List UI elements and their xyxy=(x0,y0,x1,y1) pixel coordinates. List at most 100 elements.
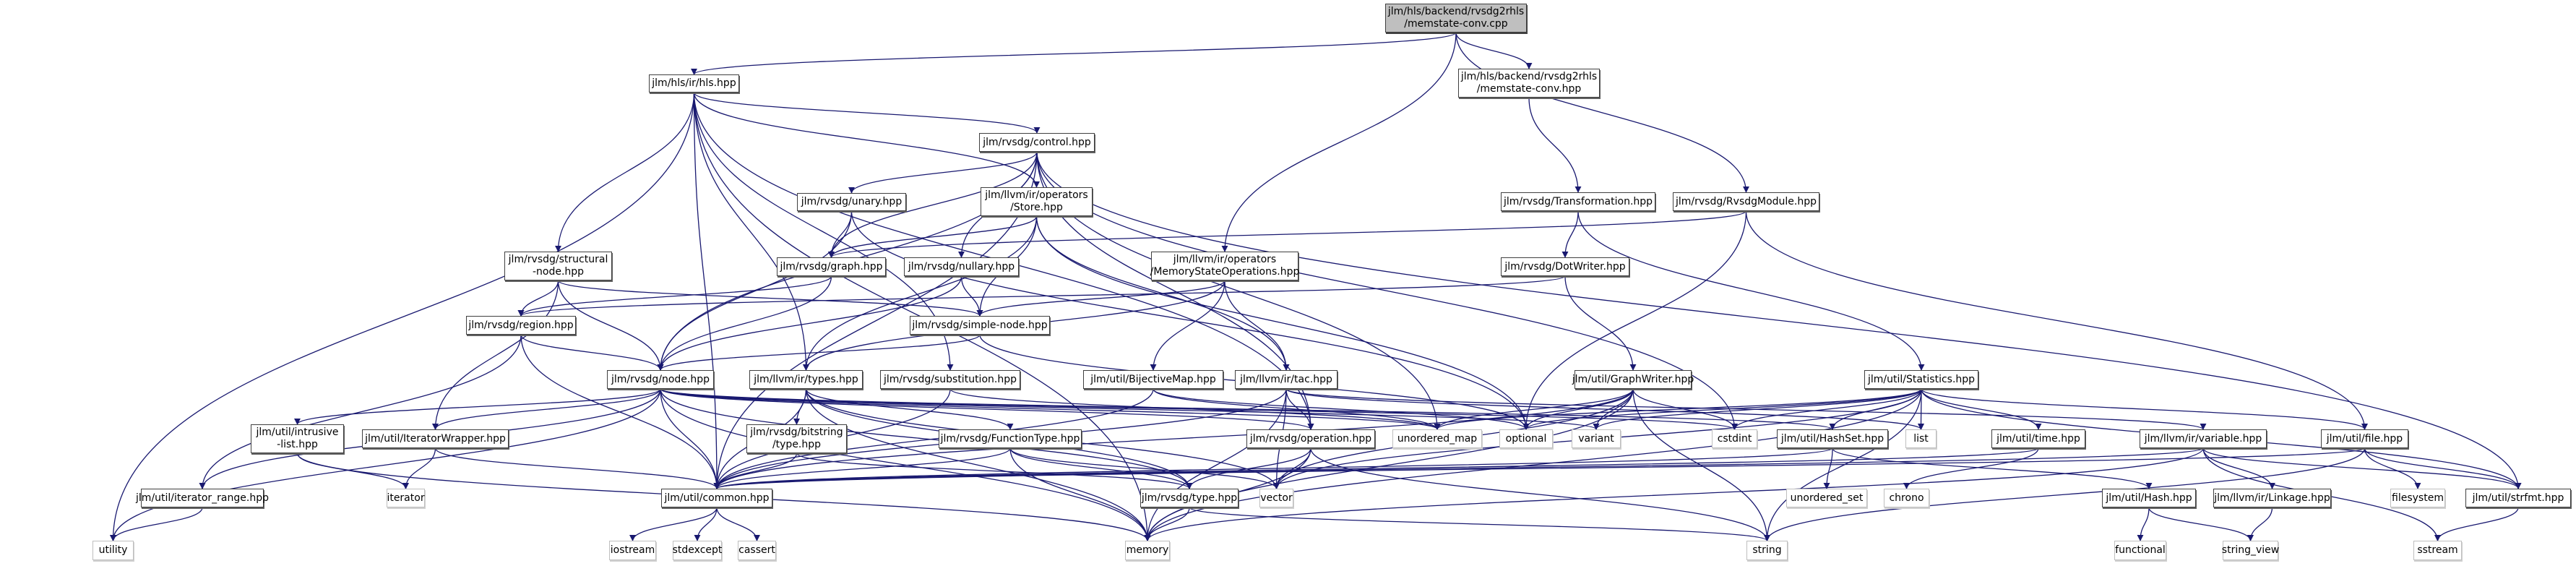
node-label: jlm/util/strfmt.hpp xyxy=(2472,492,2564,504)
edge-file-to-filesystem xyxy=(2364,447,2421,489)
edge-nullary-to-simplenode xyxy=(960,275,983,317)
node-label: jlm/rvsdg/type.hpp xyxy=(1141,492,1238,504)
edge-time-to-chrono xyxy=(1903,447,2039,489)
graph-node-type[interactable]: jlm/rvsdg/type.hpp xyxy=(1140,489,1239,507)
edge-file-to-strfmt xyxy=(2364,447,2522,489)
graph-node-iterator: iterator xyxy=(387,489,425,507)
node-label: jlm/llvm/ir/types.hpp xyxy=(754,373,858,385)
edge-time-to-common xyxy=(713,447,2039,489)
node-label: jlm/rvsdg/RvsdgModule.hpp xyxy=(1675,195,1817,207)
edge-transformation-to-dotwriter xyxy=(1561,210,1579,258)
graph-node-statistics[interactable]: jlm/util/Statistics.hpp xyxy=(1864,370,1978,389)
node-label: jlm/hls/backend/rvsdg2rhls /memstate-con… xyxy=(1460,71,1598,95)
graph-node-bijective[interactable]: jlm/util/BijectiveMap.hpp xyxy=(1083,370,1223,389)
edge-msconvhpp-to-transformation xyxy=(1528,97,1582,193)
edge-graphwriter-to-optional xyxy=(1522,388,1634,430)
graph-node-msconvhpp[interactable]: jlm/hls/backend/rvsdg2rhls /memstate-con… xyxy=(1458,69,1600,98)
graph-node-unary[interactable]: jlm/rvsdg/unary.hpp xyxy=(797,193,906,211)
graph-node-graphwriter[interactable]: jlm/util/GraphWriter.hpp xyxy=(1572,370,1694,389)
edge-node-to-memory xyxy=(660,388,1151,541)
graph-node-strfmt[interactable]: jlm/util/strfmt.hpp xyxy=(2465,489,2571,507)
edge-graphwriter-to-common xyxy=(713,388,1634,489)
edge-statistics-to-unordered_map xyxy=(1434,388,1922,430)
graph-node-list: list xyxy=(1905,429,1937,448)
node-label: jlm/util/iterator_range.hpp xyxy=(136,492,269,504)
edge-tac-to-operation xyxy=(1285,388,1314,430)
edge-variable-to-linkage xyxy=(2202,447,2276,489)
graph-node-memstateops[interactable]: jlm/llvm/ir/operators /MemoryStateOperat… xyxy=(1150,252,1300,280)
edge-functiontype-to-type xyxy=(1009,447,1193,489)
graph-node-control[interactable]: jlm/rvsdg/control.hpp xyxy=(979,133,1095,152)
node-label: jlm/llvm/ir/operators /MemoryStateOperat… xyxy=(1150,254,1300,278)
graph-node-hls[interactable]: jlm/hls/ir/hls.hpp xyxy=(649,74,739,93)
edge-graph-to-region xyxy=(517,275,832,317)
node-label: optional xyxy=(1505,432,1547,445)
graph-node-memory: memory xyxy=(1125,541,1170,560)
edge-hashset-to-unordered_set xyxy=(1823,447,1833,489)
node-label: sstream xyxy=(2417,544,2458,556)
graph-node-types[interactable]: jlm/llvm/ir/types.hpp xyxy=(749,370,863,389)
edge-store-to-graph xyxy=(828,215,1038,258)
graph-node-node[interactable]: jlm/rvsdg/node.hpp xyxy=(607,370,714,389)
edge-graphwriter-to-unordered_map xyxy=(1434,388,1634,430)
edge-strfmt-to-sstream xyxy=(2434,507,2519,541)
edge-region-to-node xyxy=(520,334,664,371)
graph-node-rvsdgmodule[interactable]: jlm/rvsdg/RvsdgModule.hpp xyxy=(1673,192,1819,211)
node-label: jlm/rvsdg/unary.hpp xyxy=(801,196,903,207)
edge-statistics-to-variant xyxy=(1593,388,1922,430)
edge-variable-to-strfmt xyxy=(2202,447,2522,489)
graph-node-iterwrapper[interactable]: jlm/util/IteratorWrapper.hpp xyxy=(362,429,509,448)
edge-iterrange-to-utility xyxy=(109,507,203,541)
edge-hls-to-store xyxy=(693,92,1040,188)
edge-iterwrapper-to-common xyxy=(434,447,720,489)
graph-node-transformation[interactable]: jlm/rvsdg/Transformation.hpp xyxy=(1501,192,1655,211)
graph-node-substitution[interactable]: jlm/rvsdg/substitution.hpp xyxy=(880,370,1020,389)
graph-node-store[interactable]: jlm/llvm/ir/operators /Store.hpp xyxy=(981,187,1093,216)
graph-node-simplenode[interactable]: jlm/rvsdg/simple-node.hpp xyxy=(910,316,1050,335)
edge-control-to-strfmt xyxy=(1036,151,2522,489)
node-label: jlm/rvsdg/substitution.hpp xyxy=(884,373,1017,385)
graph-node-variable[interactable]: jlm/llvm/ir/variable.hpp xyxy=(2140,429,2267,448)
graph-node-dotwriter[interactable]: jlm/rvsdg/DotWriter.hpp xyxy=(1501,257,1629,276)
node-label: jlm/rvsdg/region.hpp xyxy=(468,319,574,331)
node-label: jlm/util/GraphWriter.hpp xyxy=(1572,373,1694,385)
graph-node-common[interactable]: jlm/util/common.hpp xyxy=(661,489,772,507)
edge-rvsdgmodule-to-optional xyxy=(1522,210,1747,430)
graph-node-bitstring[interactable]: jlm/rvsdg/bitstring /type.hpp xyxy=(746,424,847,453)
graph-node-nullary[interactable]: jlm/rvsdg/nullary.hpp xyxy=(904,257,1019,276)
edge-functiontype-to-common xyxy=(713,447,1011,489)
node-label: jlm/util/intrusive -list.hpp xyxy=(256,426,339,450)
graph-node-root[interactable]: jlm/hls/backend/rvsdg2rhls /memstate-con… xyxy=(1385,4,1527,33)
graph-node-operation[interactable]: jlm/rvsdg/operation.hpp xyxy=(1246,429,1375,448)
graph-node-intrusive[interactable]: jlm/util/intrusive -list.hpp xyxy=(251,424,344,453)
edge-region-to-iterrange xyxy=(199,334,522,489)
graph-node-graph[interactable]: jlm/rvsdg/graph.hpp xyxy=(777,257,886,276)
node-label: vector xyxy=(1260,492,1293,504)
node-label: jlm/llvm/ir/Linkage.hpp xyxy=(2214,492,2330,504)
edge-hashset-to-hash xyxy=(1832,447,2153,489)
node-label: jlm/rvsdg/structural -node.hpp xyxy=(508,254,608,278)
graph-node-iterrange[interactable]: jlm/util/iterator_range.hpp xyxy=(136,489,269,507)
graph-node-functiontype[interactable]: jlm/rvsdg/FunctionType.hpp xyxy=(939,429,1082,448)
edge-node-to-intrusive xyxy=(294,388,661,425)
graph-node-tac[interactable]: jlm/llvm/ir/tac.hpp xyxy=(1235,370,1337,389)
edge-node-to-common xyxy=(660,388,720,489)
graph-node-hashset[interactable]: jlm/util/HashSet.hpp xyxy=(1777,429,1888,448)
edge-root-to-msconvhpp xyxy=(1455,32,1533,69)
edge-type-to-string xyxy=(1189,507,1770,541)
edge-bijective-to-unordered_map xyxy=(1153,388,1441,430)
edge-transformation-to-statistics xyxy=(1577,210,1925,371)
graph-node-file[interactable]: jlm/util/file.hpp xyxy=(2321,429,2408,448)
graph-node-region[interactable]: jlm/rvsdg/region.hpp xyxy=(466,316,576,335)
graph-node-chrono: chrono xyxy=(1884,489,1929,507)
graph-node-structural[interactable]: jlm/rvsdg/structural -node.hpp xyxy=(504,252,612,280)
node-label: jlm/util/file.hpp xyxy=(2326,432,2403,445)
graph-node-hash[interactable]: jlm/util/Hash.hpp xyxy=(2102,489,2196,507)
edge-operation-to-string xyxy=(1310,447,1770,541)
graph-node-functional: functional xyxy=(2114,541,2166,560)
node-label: jlm/util/BijectiveMap.hpp xyxy=(1090,373,1216,385)
node-label: jlm/llvm/ir/tac.hpp xyxy=(1240,373,1332,385)
graph-node-linkage[interactable]: jlm/llvm/ir/Linkage.hpp xyxy=(2213,489,2331,507)
graph-node-time[interactable]: jlm/util/time.hpp xyxy=(1991,429,2085,448)
node-label: jlm/hls/ir/hls.hpp xyxy=(652,77,736,89)
